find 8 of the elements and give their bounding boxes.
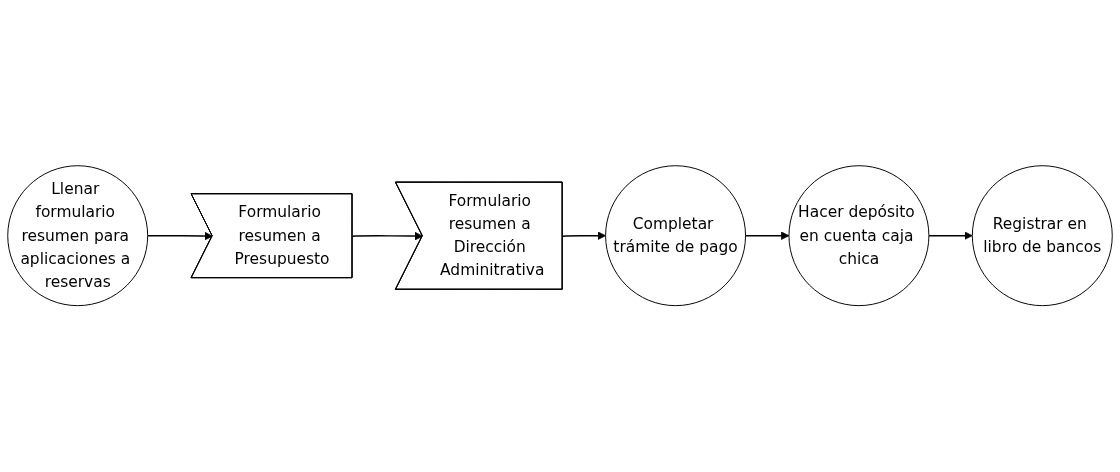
arrow bbox=[146, 232, 213, 241]
arrow bbox=[928, 231, 973, 241]
node-circle: Completar trámite de pago bbox=[605, 165, 746, 307]
arrow bbox=[561, 231, 606, 241]
arrow bbox=[744, 231, 790, 241]
node-circle: Registrar en libro de bancos bbox=[971, 165, 1113, 307]
node-circle: Hacer depósito en cuenta caja chica bbox=[788, 165, 930, 307]
node-circle: Llenar formulario resumen para aplicaciones a reservas bbox=[7, 165, 149, 307]
